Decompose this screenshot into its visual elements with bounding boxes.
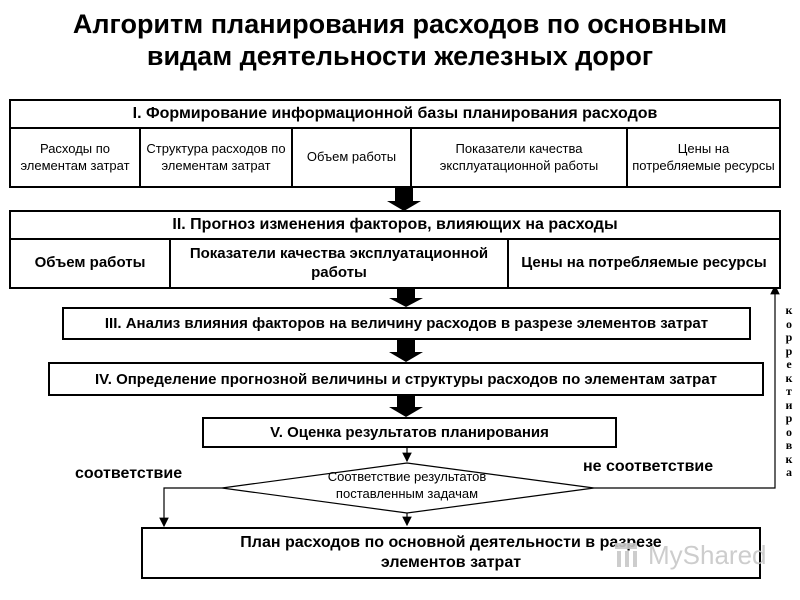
watermark-logo-icon xyxy=(615,543,637,567)
correction-letter: р xyxy=(785,343,793,358)
correction-letter: е xyxy=(786,357,792,371)
block-arrow-1 xyxy=(387,187,421,211)
branch-label-yes: соответствие xyxy=(75,465,183,482)
correction-letter: в xyxy=(785,438,793,452)
block-3-factor-analysis: III. Анализ влияния факторов на величину… xyxy=(62,307,751,340)
branch-label-no: не соответствие xyxy=(583,458,714,475)
block-arrow-2 xyxy=(389,288,423,307)
title-line-1: Алгоритм планирования расходов по основн… xyxy=(72,9,728,39)
block-1-cell-cost-structure: Структура расходов по элементам затрат xyxy=(141,127,293,186)
block-4-forecast-determination: IV. Определение прогнозной величины и ст… xyxy=(48,362,764,396)
correction-letter: к xyxy=(785,451,793,466)
final-line-2: элементов затрат xyxy=(380,554,522,571)
block-2-factor-forecast: II. Прогноз изменения факторов, влияющих… xyxy=(9,210,781,289)
title-line-2: видам деятельности железных дорог xyxy=(146,41,654,71)
block-1-cell-quality-indicators: Показатели качества эксплуатационной раб… xyxy=(412,127,628,186)
block-5-planning-evaluation: V. Оценка результатов планирования xyxy=(202,417,617,448)
correction-letter: а xyxy=(786,465,792,479)
correction-letter: р xyxy=(785,411,793,425)
correction-letter: к xyxy=(785,370,793,385)
block-2-header: II. Прогноз изменения факторов, влияющих… xyxy=(11,212,779,240)
decision-text: Соответствие результатов поставленным за… xyxy=(300,468,514,502)
correction-letter: т xyxy=(786,384,792,398)
block-1-header: I. Формирование информационной базы план… xyxy=(11,101,779,129)
block-1-cell-resource-prices: Цены на потребляемые ресурсы xyxy=(632,140,775,173)
correction-letter: о xyxy=(786,424,792,439)
watermark-text: MyShared xyxy=(648,539,767,570)
watermark: MyShared xyxy=(612,537,767,573)
block-arrow-3 xyxy=(389,339,423,362)
correction-letter: к xyxy=(785,303,793,317)
block-2-cell-resource-prices: Цены на потребляемые ресурсы xyxy=(521,254,767,271)
correction-letter: р xyxy=(785,330,793,344)
block-1-cell-costs-by-elements: Расходы по элементам затрат xyxy=(11,127,141,186)
final-plan-box: План расходов по основной деятельности в… xyxy=(141,527,761,579)
block-1-information-base: I. Формирование информационной базы план… xyxy=(9,99,781,188)
block-arrow-4 xyxy=(389,395,423,417)
decision-line-1: Соответствие результатов xyxy=(327,469,487,484)
decision-line-2: поставленным задачам xyxy=(335,486,479,501)
correction-letter: и xyxy=(785,397,793,412)
page-title: Алгоритм планирования расходов по основн… xyxy=(0,8,800,72)
block-1-cell-work-volume: Объем работы xyxy=(293,127,412,186)
block-2-cell-work-volume: Объем работы xyxy=(11,238,171,287)
final-line-1: План расходов по основной деятельности в… xyxy=(240,534,662,551)
correction-letter: о xyxy=(786,316,792,331)
block-2-cell-quality-indicators: Показатели качества эксплуатационной раб… xyxy=(171,238,509,287)
